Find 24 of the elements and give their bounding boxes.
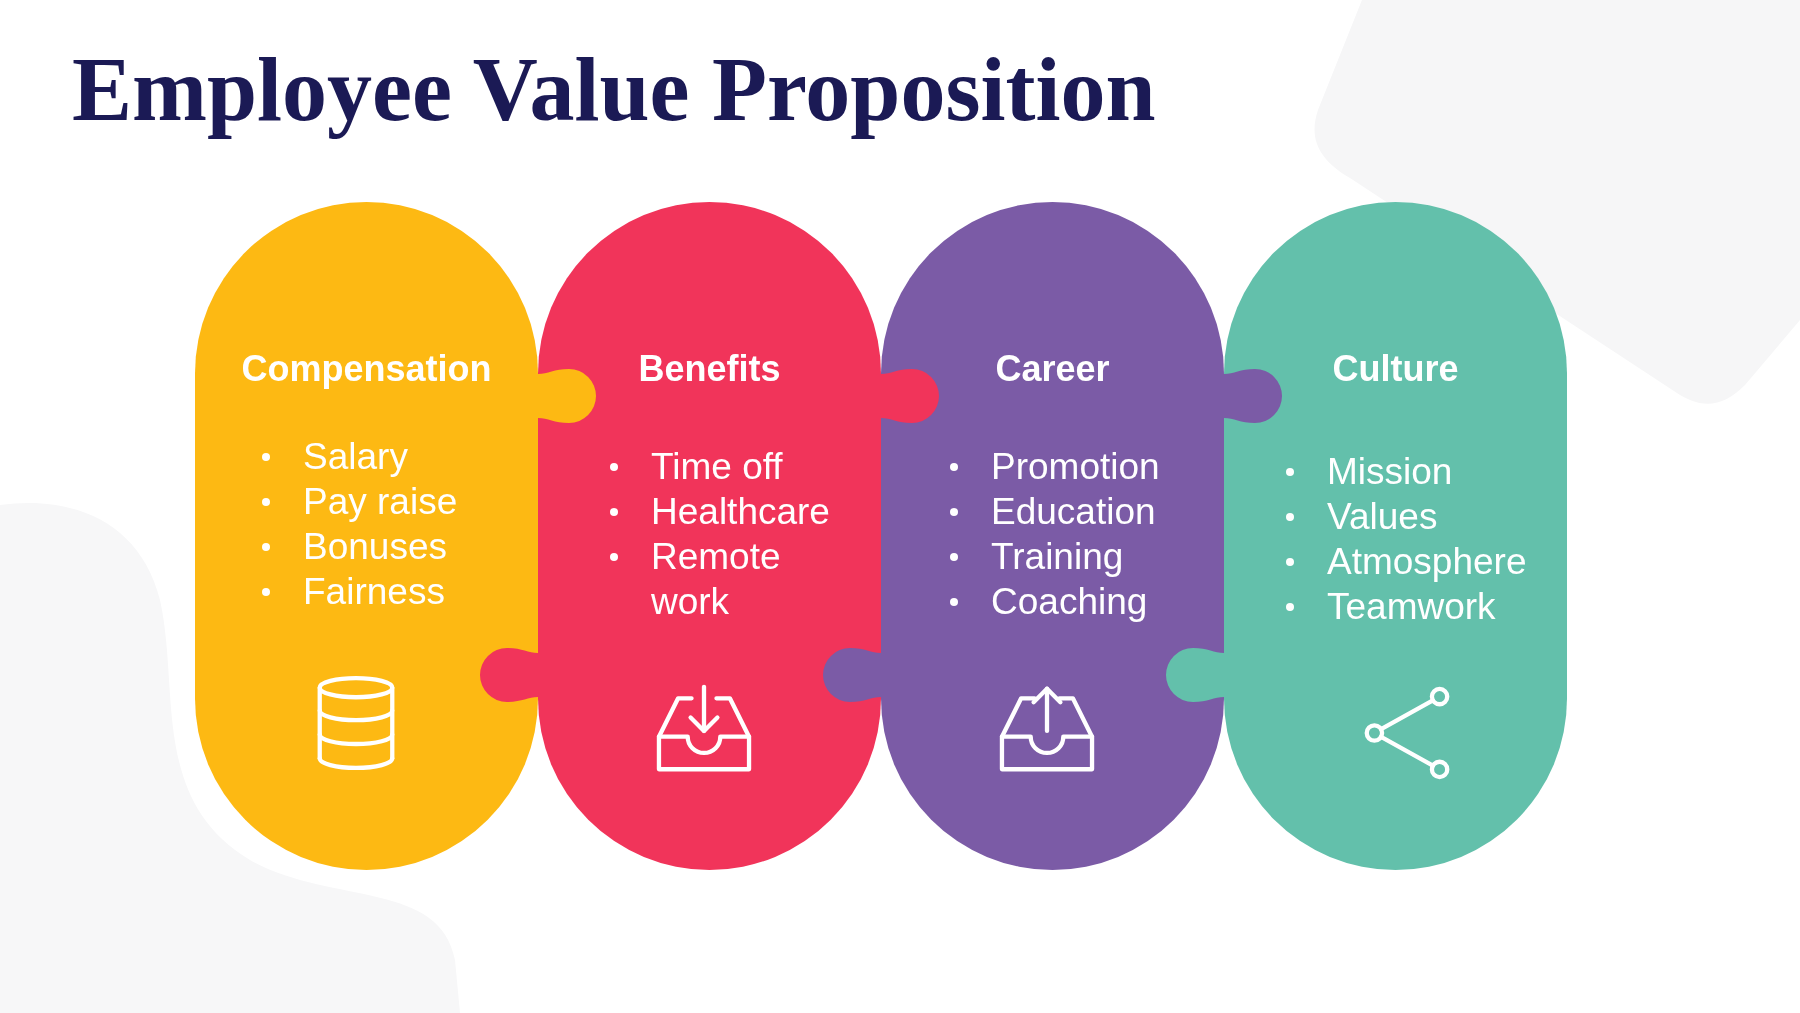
puzzle-piece [538,202,881,870]
list-item: Values [1327,495,1438,539]
list-item: Atmosphere [1327,540,1527,584]
list-item: Coaching [991,580,1148,624]
list-item: Teamwork [1327,585,1496,629]
list-item: Bonuses [303,525,447,569]
list-item: Education [991,490,1156,534]
title: Employee Value Proposition [72,40,1156,140]
list-item: Salary [303,435,408,479]
list-item: Promotion [991,445,1160,489]
puzzle-piece [881,202,1224,870]
piece-heading: Compensation [241,348,492,390]
list-item: Mission [1327,450,1453,494]
list-item: Time off [651,445,783,489]
list-item: Training [991,535,1124,579]
list-item: Healthcare [651,490,830,534]
puzzle-piece [195,202,538,870]
list-item: Remote work [651,535,782,624]
list-item: Pay raise [303,480,458,524]
piece-heading: Culture [1332,348,1459,390]
piece-heading: Benefits [638,348,781,390]
puzzle-piece [1224,202,1567,870]
piece-heading: Career [995,348,1110,390]
list-item: Fairness [303,570,445,614]
